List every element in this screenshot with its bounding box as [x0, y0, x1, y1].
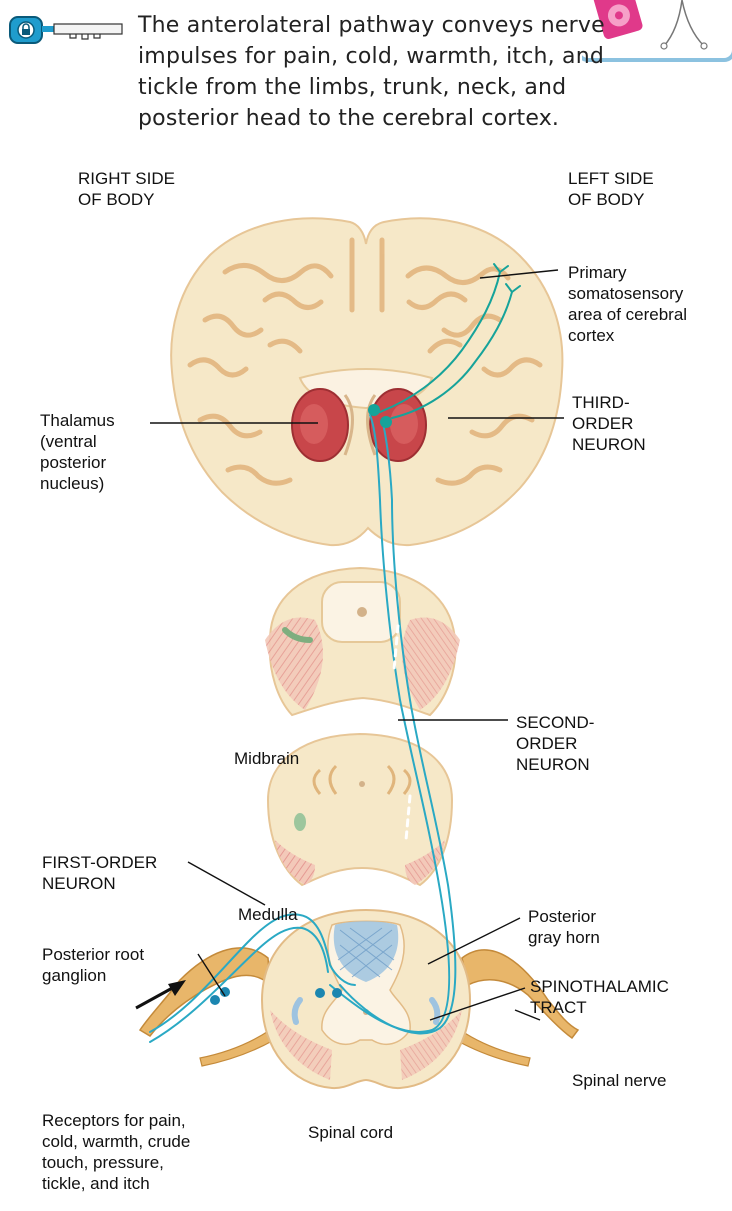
label-spinal-nerve: Spinal nerve — [572, 1070, 667, 1091]
label-right-side-of-body: RIGHT SIDE OF BODY — [78, 168, 175, 210]
label-spinal-cord: Spinal cord — [308, 1122, 393, 1143]
label-midbrain: Midbrain — [234, 748, 299, 769]
brain-coronal-section — [171, 218, 562, 545]
label-receptors: Receptors for pain, cold, warmth, crude … — [42, 1110, 190, 1194]
midbrain-section — [265, 568, 460, 715]
label-first-order-neuron: FIRST-ORDER NEURON — [42, 852, 157, 894]
label-left-side-of-body: LEFT SIDE OF BODY — [568, 168, 654, 210]
label-primary-somatosensory-area: Primary somatosensory area of cerebral c… — [568, 262, 687, 346]
label-spinothalamic-tract: SPINOTHALAMIC TRACT — [530, 976, 669, 1018]
label-medulla: Medulla — [238, 904, 298, 925]
label-second-order-neuron: SECOND- ORDER NEURON — [516, 712, 594, 775]
label-posterior-root-ganglion: Posterior root ganglion — [42, 944, 144, 986]
label-third-order-neuron: THIRD- ORDER NEURON — [572, 392, 646, 455]
label-thalamus: Thalamus (ventral posterior nucleus) — [40, 410, 115, 494]
label-posterior-gray-horn: Posterior gray horn — [528, 906, 600, 948]
